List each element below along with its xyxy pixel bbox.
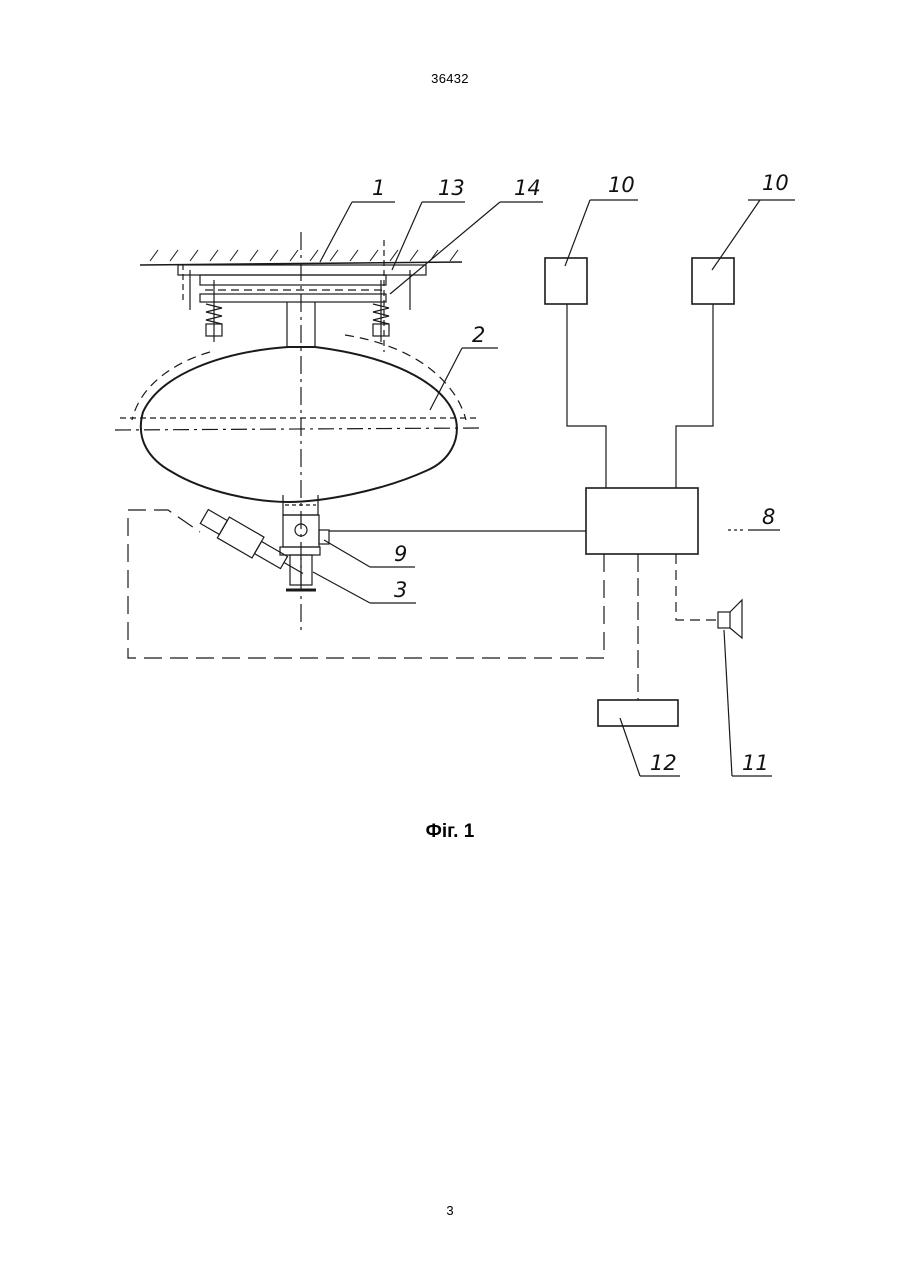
label-ref-10-left: 10 — [608, 173, 635, 197]
feedback-loop-wire — [128, 510, 604, 658]
detector-right-wire — [676, 304, 713, 488]
speaker-icon — [718, 600, 742, 638]
label-leaders — [313, 200, 795, 776]
page-number: 3 — [0, 1203, 900, 1218]
figure-drawing: 1 13 14 2 10 10 8 9 3 12 11 — [110, 150, 800, 810]
label-ref-12: 12 — [650, 751, 677, 775]
label-ref-13: 13 — [438, 176, 465, 200]
label-ref-1: 1 — [372, 176, 385, 200]
label-ref-10-right: 10 — [762, 171, 789, 195]
figure-caption: Фіг. 1 — [0, 821, 900, 843]
control-unit-box — [586, 488, 698, 554]
detector-left-wire — [567, 304, 606, 488]
control-to-speaker-wire — [676, 554, 718, 620]
label-ref-2: 2 — [472, 323, 485, 347]
document-number: 36432 — [0, 71, 900, 86]
patent-figure: 1 13 14 2 10 10 8 9 3 12 11 — [110, 150, 800, 810]
vessel — [115, 335, 480, 502]
label-ref-3: 3 — [394, 578, 407, 602]
label-ref-9: 9 — [394, 542, 407, 566]
valve-assembly — [280, 495, 329, 590]
angled-sensor — [198, 506, 309, 584]
label-ref-14: 14 — [514, 176, 541, 200]
indicator-box — [598, 700, 678, 726]
ceiling-hatch — [150, 250, 458, 261]
label-ref-11: 11 — [742, 751, 769, 775]
mounting-bracket — [178, 265, 426, 347]
detector-right-box — [692, 258, 734, 304]
label-ref-8: 8 — [762, 505, 775, 529]
